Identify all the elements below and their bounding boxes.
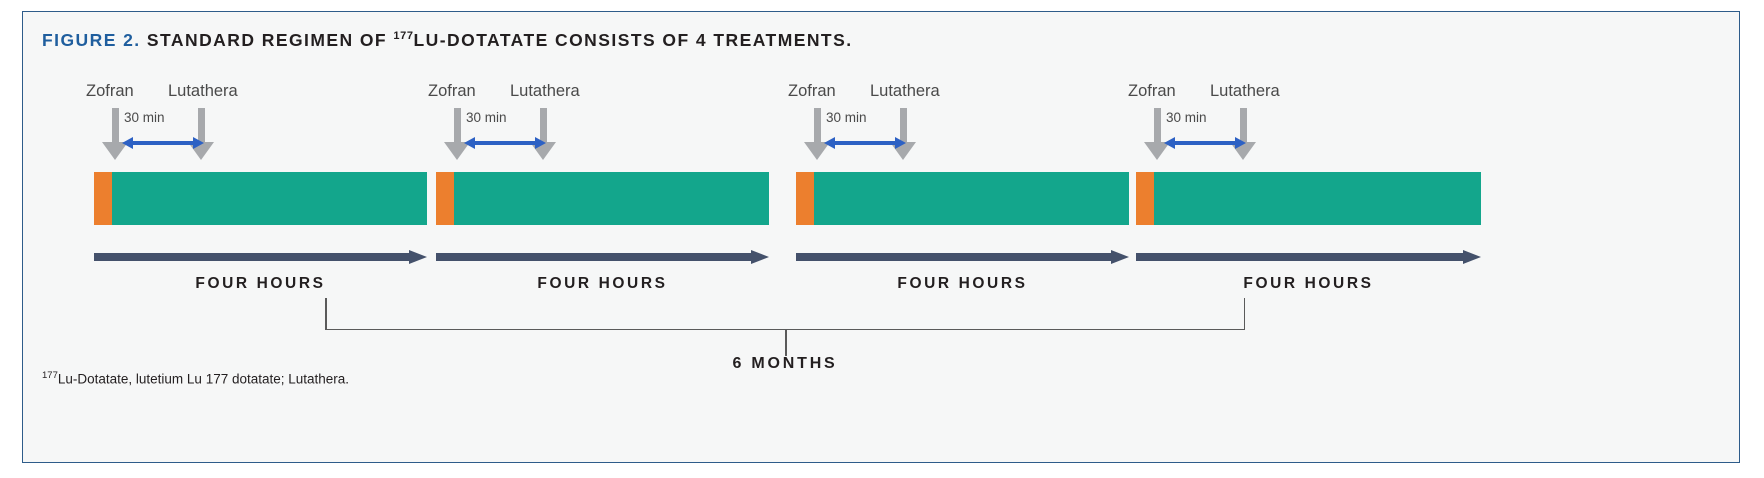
lutathera-down-arrow-icon (188, 108, 214, 160)
footnote-isotope-superscript: 177 (42, 370, 58, 381)
premedication-segment (94, 172, 112, 225)
interval-double-arrow-icon (824, 136, 906, 150)
premedication-segment (436, 172, 454, 225)
lutathera-label: Lutathera (510, 82, 580, 100)
interval-label: 30 min (1166, 110, 1207, 125)
interval-double-arrow-icon (1164, 136, 1246, 150)
duration-label: FOUR HOURS (537, 275, 668, 292)
duration-arrow-icon (796, 250, 1129, 264)
interval-label: 30 min (124, 110, 165, 125)
duration-arrow-icon (436, 250, 769, 264)
title-part-2: LU-DOTATATE CONSISTS OF 4 TREATMENTS. (413, 30, 853, 50)
duration-label: FOUR HOURS (897, 275, 1028, 292)
premedication-segment (1136, 172, 1154, 225)
six-month-bracket (325, 298, 1245, 356)
infusion-segment (1154, 172, 1481, 225)
treatment-block-3: Zofran Lutathera 30 min FOUR HOURS (782, 82, 1162, 292)
figure-frame (22, 11, 1740, 463)
zofran-label: Zofran (788, 82, 836, 100)
infusion-segment (454, 172, 769, 225)
zofran-label: Zofran (1128, 82, 1176, 100)
zofran-down-arrow-icon (102, 108, 128, 160)
interval-double-arrow-icon (464, 136, 546, 150)
treatment-block-4: Zofran Lutathera 30 min FOUR HOURS (1122, 82, 1502, 292)
zofran-down-arrow-icon (804, 108, 830, 160)
zofran-down-arrow-icon (1144, 108, 1170, 160)
interval-label: 30 min (826, 110, 867, 125)
duration-arrow-icon (1136, 250, 1481, 264)
timeline-span-label: 6 MONTHS (732, 355, 838, 372)
premedication-segment (796, 172, 814, 225)
interval-double-arrow-icon (122, 136, 204, 150)
treatment-bar (1136, 172, 1481, 225)
zofran-label: Zofran (86, 82, 134, 100)
zofran-label: Zofran (428, 82, 476, 100)
interval-label: 30 min (466, 110, 507, 125)
figure-number-label: FIGURE 2. (42, 30, 141, 50)
title-part-1: STANDARD REGIMEN OF (140, 30, 394, 50)
infusion-segment (112, 172, 427, 225)
lutathera-down-arrow-icon (890, 108, 916, 160)
duration-label: FOUR HOURS (1243, 275, 1374, 292)
lutathera-down-arrow-icon (1230, 108, 1256, 160)
infusion-segment (814, 172, 1129, 225)
duration-arrow-icon (94, 250, 427, 264)
figure-footnote: 177Lu-Dotatate, lutetium Lu 177 dotatate… (42, 370, 349, 387)
footnote-text: Lu-Dotatate, lutetium Lu 177 dotatate; L… (57, 371, 350, 387)
treatment-bar (796, 172, 1129, 225)
lutathera-label: Lutathera (168, 82, 238, 100)
treatment-block-2: Zofran Lutathera 30 min FOUR HOURS (422, 82, 802, 292)
lutathera-down-arrow-icon (530, 108, 556, 160)
treatment-bar (436, 172, 769, 225)
title-isotope-superscript: 177 (393, 30, 414, 43)
page-title: FIGURE 2. STANDARD REGIMEN OF 177LU-DOTA… (42, 30, 853, 51)
lutathera-label: Lutathera (870, 82, 940, 100)
duration-label: FOUR HOURS (195, 275, 326, 292)
zofran-down-arrow-icon (444, 108, 470, 160)
treatment-bar (94, 172, 427, 225)
treatment-block-1: Zofran Lutathera 30 min FOUR HOURS (80, 82, 460, 292)
lutathera-label: Lutathera (1210, 82, 1280, 100)
